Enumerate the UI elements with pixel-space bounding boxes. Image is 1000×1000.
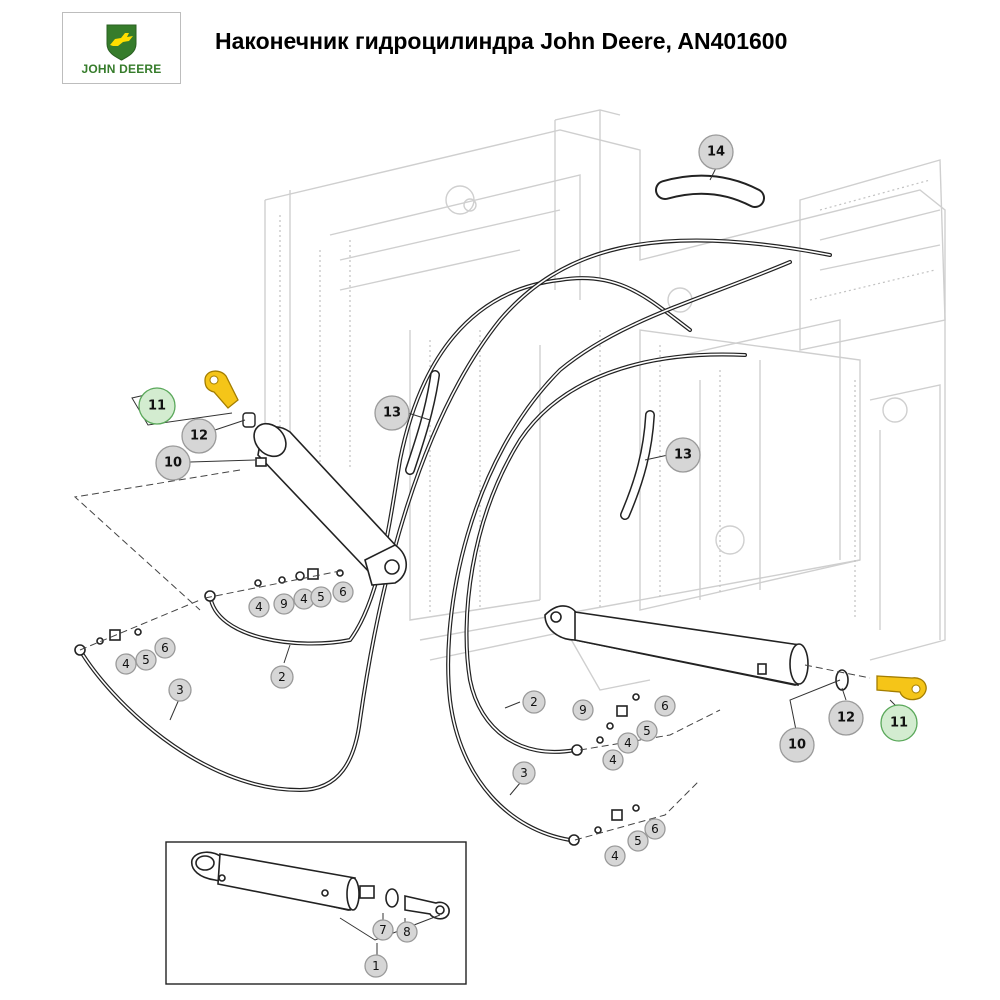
- svg-text:14: 14: [707, 145, 725, 160]
- callout-5-d: 5: [627, 830, 649, 852]
- machine-frame: [264, 109, 946, 691]
- svg-text:13: 13: [674, 448, 692, 463]
- callout-10-right: 10: [779, 727, 815, 763]
- callout-11-right: 11: [880, 704, 918, 742]
- callout-5-c: 5: [636, 720, 658, 742]
- callout-5-b: 5: [135, 649, 157, 671]
- rod-end-highlight-right: [876, 675, 927, 701]
- svg-text:4: 4: [611, 849, 619, 863]
- svg-text:2: 2: [278, 670, 286, 684]
- callout-2-left: 2: [270, 665, 294, 689]
- fittings: [74, 568, 640, 846]
- svg-text:10: 10: [788, 738, 806, 753]
- svg-text:4: 4: [609, 753, 617, 767]
- svg-text:2: 2: [530, 695, 538, 709]
- svg-text:7: 7: [379, 923, 387, 937]
- svg-text:12: 12: [190, 429, 208, 444]
- svg-text:4: 4: [300, 592, 308, 606]
- callout-4-e: 4: [602, 749, 624, 771]
- svg-text:6: 6: [161, 641, 169, 655]
- svg-text:5: 5: [643, 724, 651, 738]
- callout-1-inset: 1: [364, 954, 388, 978]
- svg-text:1: 1: [372, 959, 380, 973]
- callout-3-left: 3: [168, 678, 192, 702]
- callout-13-b: 13: [665, 437, 701, 473]
- callout-4-d: 4: [617, 732, 639, 754]
- guide-lines: [73, 167, 901, 841]
- callout-3-right: 3: [512, 761, 536, 785]
- callout-9-a: 9: [273, 593, 295, 615]
- right-cylinder: [544, 605, 849, 691]
- callout-13-a: 13: [374, 395, 410, 431]
- callout-12-right: 12: [828, 700, 864, 736]
- svg-text:11: 11: [890, 716, 908, 731]
- rod-end-highlight-left: [204, 370, 256, 428]
- svg-text:11: 11: [148, 399, 166, 414]
- callout-6-d: 6: [644, 818, 666, 840]
- callout-7-inset: 7: [372, 919, 394, 941]
- svg-text:5: 5: [634, 834, 642, 848]
- svg-text:4: 4: [255, 600, 263, 614]
- svg-text:5: 5: [142, 653, 150, 667]
- callout-4-c: 4: [115, 653, 137, 675]
- callout-9-b: 9: [572, 699, 594, 721]
- logo-wordmark: JOHN DEERE: [81, 62, 162, 76]
- svg-text:3: 3: [520, 766, 528, 780]
- callout-6-c: 6: [654, 695, 676, 717]
- callout-4-f: 4: [604, 845, 626, 867]
- svg-text:12: 12: [837, 711, 855, 726]
- svg-text:9: 9: [280, 597, 288, 611]
- svg-text:8: 8: [403, 925, 411, 939]
- john-deere-logo: JOHN DEERE: [62, 12, 181, 84]
- svg-text:13: 13: [383, 406, 401, 421]
- svg-text:5: 5: [317, 590, 325, 604]
- inset-detail: [165, 841, 467, 985]
- callout-5-a: 5: [310, 586, 332, 608]
- svg-text:4: 4: [624, 736, 632, 750]
- svg-text:3: 3: [176, 683, 184, 697]
- svg-text:9: 9: [579, 703, 587, 717]
- callout-10-left: 10: [155, 445, 191, 481]
- page-title: Наконечник гидроцилиндра John Deere, AN4…: [215, 28, 788, 54]
- callout-4-a: 4: [248, 596, 270, 618]
- svg-text:4: 4: [122, 657, 130, 671]
- left-cylinder: [253, 422, 408, 586]
- callout-8-inset: 8: [396, 921, 418, 943]
- callout-11-left: 11: [138, 387, 176, 425]
- callout-6-b: 6: [154, 637, 176, 659]
- callout-14: 14: [698, 134, 734, 170]
- callout-12-left: 12: [181, 418, 217, 454]
- hydraulic-hoses: [78, 174, 832, 842]
- svg-text:6: 6: [661, 699, 669, 713]
- svg-text:6: 6: [339, 585, 347, 599]
- callout-2-right: 2: [522, 690, 546, 714]
- callout-6-a: 6: [332, 581, 354, 603]
- svg-text:10: 10: [164, 456, 182, 471]
- svg-text:6: 6: [651, 822, 659, 836]
